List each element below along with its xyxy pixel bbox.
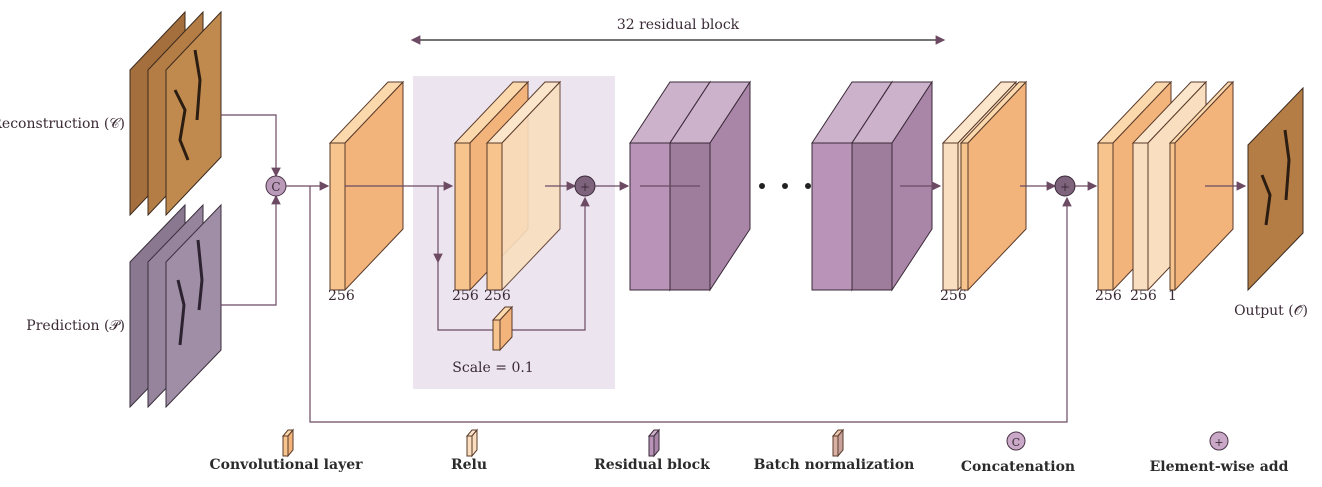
reconstruction-input-stack (129, 10, 222, 217)
legend-add-label: Element-wise add (1150, 459, 1289, 475)
output-image (1247, 86, 1304, 292)
ellipsis-dots (759, 183, 811, 189)
global-skip-connection (309, 186, 1072, 423)
channel-label-conv1: 256 (328, 288, 355, 304)
channel-label-res-b: 256 (484, 288, 511, 304)
residual-block-1b (669, 80, 751, 292)
scale-label: Scale = 0.1 (452, 360, 533, 376)
legend-residual-icon (647, 428, 661, 458)
prediction-input-stack (129, 203, 222, 409)
svg-text:+: + (580, 180, 590, 194)
legend-batchnorm-label: Batch normalization (754, 457, 915, 473)
channel-label-out-b: 256 (1130, 288, 1157, 304)
svg-text:+: + (1214, 436, 1223, 449)
legend-relu-icon (465, 428, 479, 458)
legend-add-icon: + (1209, 431, 1229, 451)
scale-layer (491, 305, 514, 352)
legend: Convolutional layer Relu Residual block … (209, 428, 1289, 475)
residual-add-operator: + (574, 175, 596, 197)
svg-text:C: C (1012, 436, 1020, 449)
legend-conv-label: Convolutional layer (209, 457, 363, 473)
legend-batchnorm-icon (831, 428, 845, 458)
svg-text:C: C (271, 180, 280, 194)
legend-conv-icon (281, 428, 295, 458)
output-conv-3 (1168, 80, 1235, 292)
prediction-label: Prediction (𝒫) (26, 318, 125, 334)
channel-label-pre-add: 256 (940, 288, 967, 304)
channel-label-res-a: 256 (452, 288, 479, 304)
batch-norm-layer (959, 80, 1028, 292)
legend-residual-label: Residual block (594, 457, 710, 473)
legend-relu-label: Relu (451, 457, 487, 473)
residual-relu-layer (485, 80, 562, 292)
channel-label-out-a: 256 (1095, 288, 1122, 304)
output-label: Output (𝒪̂) (1234, 303, 1308, 319)
global-add-operator: + (1054, 175, 1076, 197)
svg-text:+: + (1060, 180, 1070, 194)
channel-label-out-c: 1 (1168, 288, 1177, 304)
legend-concat-icon: C (1006, 431, 1026, 451)
concat-operator: C (265, 175, 287, 197)
legend-concat-label: Concatenation (961, 459, 1075, 475)
residual-span-label: 32 residual block (617, 17, 740, 33)
reconstruction-label: Reconstruction (𝒞) (0, 116, 125, 132)
